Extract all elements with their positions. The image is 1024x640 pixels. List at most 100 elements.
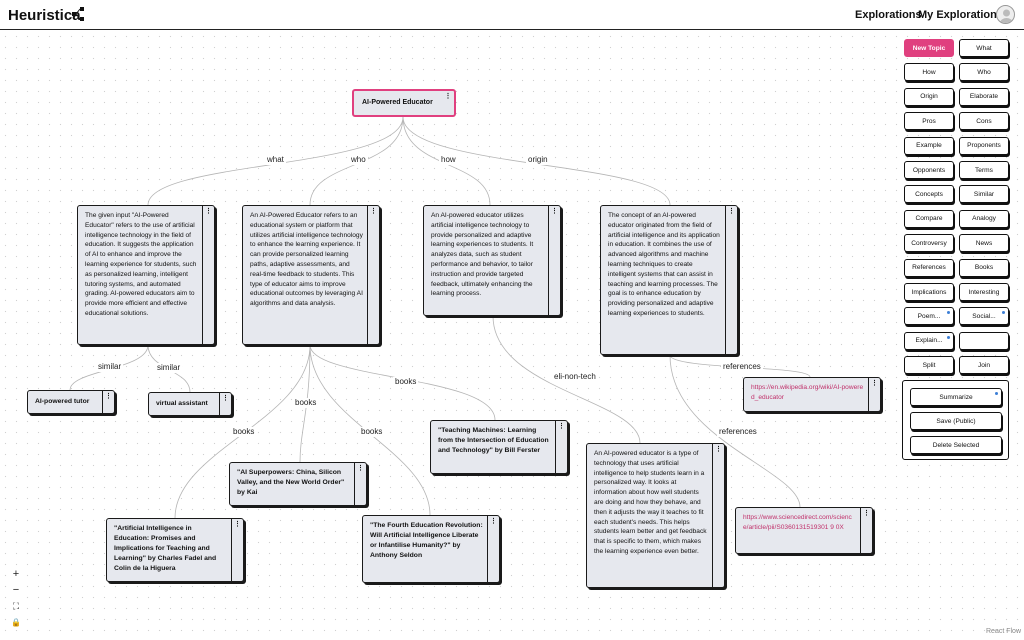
fit-view-icon[interactable]: ⛶	[8, 598, 24, 614]
similar-button[interactable]: Similar	[959, 185, 1009, 204]
compare-button[interactable]: Compare	[904, 209, 954, 228]
edge-label-how: how	[439, 155, 458, 165]
nav-explorations[interactable]: Explorations	[855, 9, 922, 21]
delete-selected-button[interactable]: Delete Selected	[910, 436, 1002, 454]
button-label: Who	[977, 68, 991, 76]
lock-icon[interactable]: 🔒	[8, 614, 24, 630]
node-similar-tutor[interactable]: AI-powered tutor ⋮	[27, 390, 115, 414]
references-button[interactable]: References	[904, 258, 954, 277]
node-text: An AI-powered educator utilizes artifici…	[431, 212, 534, 298]
badge-dot	[1001, 310, 1006, 316]
node-reference-wikipedia[interactable]: https://en.wikipedia.org/wiki/AI-powered…	[743, 377, 881, 412]
node-menu-icon[interactable]: ⋮	[860, 508, 872, 553]
new-topic-button[interactable]: New Topic	[904, 39, 954, 57]
node-menu-icon[interactable]: ⋮	[231, 519, 243, 581]
node-menu-icon[interactable]: ⋮	[555, 421, 567, 473]
origin-button[interactable]: Origin	[904, 87, 954, 106]
edge-label-what: what	[265, 155, 286, 165]
badge-dot	[994, 391, 999, 396]
node-menu-icon[interactable]: ⋮	[548, 206, 560, 315]
books-button[interactable]: Books	[959, 258, 1009, 277]
node-who[interactable]: An AI-Powered Educator refers to an educ…	[242, 205, 380, 345]
terms-button[interactable]: Terms	[959, 161, 1009, 179]
node-menu-icon[interactable]: ⋮	[354, 463, 366, 505]
button-label: New Topic	[912, 44, 946, 52]
zoom-out-button[interactable]: −	[8, 582, 24, 598]
button-label: Split	[922, 361, 936, 369]
what-button[interactable]: What	[959, 39, 1009, 57]
node-menu-icon[interactable]: ⋮	[102, 391, 114, 413]
join-button[interactable]: Join	[959, 356, 1009, 375]
empty-button[interactable]	[959, 331, 1009, 350]
button-label: Origin	[920, 93, 938, 101]
node-menu-icon[interactable]: ⋮	[444, 93, 452, 100]
news-button[interactable]: News	[959, 234, 1009, 253]
concepts-button[interactable]: Concepts	[904, 185, 954, 204]
node-book-fourth-revolution[interactable]: "The Fourth Education Revolution: Will A…	[362, 515, 500, 583]
node-eli-non-tech[interactable]: An AI-powered educator is a type of tech…	[586, 443, 725, 588]
summarize-button[interactable]: Summarize	[910, 388, 1002, 406]
node-how[interactable]: An AI-powered educator utilizes artifici…	[423, 205, 561, 316]
node-text: The given input "AI-Powered Educator" re…	[85, 212, 197, 317]
react-flow-attribution[interactable]: React Flow	[986, 628, 1022, 635]
node-menu-icon[interactable]: ⋮	[712, 444, 724, 587]
node-book-ai-in-education[interactable]: "Artificial Intelligence in Education: P…	[106, 518, 244, 582]
app-logo[interactable]: Heuristica	[8, 7, 81, 24]
button-label: Summarize	[939, 393, 973, 401]
elaborate-button[interactable]: Elaborate	[959, 87, 1009, 106]
interesting-button[interactable]: Interesting	[959, 283, 1009, 301]
node-book-ai-superpowers[interactable]: "AI Superpowers: China, Silicon Valley, …	[229, 462, 367, 506]
controversy-button[interactable]: Controversy	[904, 234, 954, 253]
social-button[interactable]: Social...	[959, 307, 1009, 326]
node-reference-sciencedirect[interactable]: https://www.sciencedirect.com/science/ar…	[735, 507, 873, 554]
node-text: "Teaching Machines: Learning from the In…	[438, 427, 549, 454]
button-label: Explain...	[915, 337, 943, 345]
implications-button[interactable]: Implications	[904, 283, 954, 301]
how-button[interactable]: How	[904, 63, 954, 82]
node-text: AI-Powered Educator	[362, 99, 433, 107]
zoom-in-button[interactable]: +	[8, 566, 24, 582]
node-book-teaching-machines[interactable]: "Teaching Machines: Learning from the In…	[430, 420, 568, 474]
who-button[interactable]: Who	[959, 63, 1009, 82]
node-what[interactable]: The given input "AI-Powered Educator" re…	[77, 205, 215, 345]
node-menu-icon[interactable]: ⋮	[219, 393, 231, 415]
node-menu-icon[interactable]: ⋮	[487, 516, 499, 582]
opponents-button[interactable]: Opponents	[904, 161, 954, 179]
user-avatar[interactable]	[996, 5, 1015, 24]
button-label: What	[976, 44, 992, 52]
badge-dot	[946, 334, 951, 340]
pros-button[interactable]: Pros	[904, 112, 954, 131]
analogy-button[interactable]: Analogy	[959, 209, 1009, 228]
root-node[interactable]: AI-Powered Educator ⋮	[352, 89, 456, 117]
reference-link[interactable]: https://www.sciencedirect.com/science/ar…	[743, 514, 852, 531]
proponents-button[interactable]: Proponents	[959, 136, 1009, 155]
button-label: Similar	[973, 190, 995, 198]
edge-label-similar: similar	[96, 362, 124, 372]
button-label: Interesting	[968, 288, 1000, 296]
button-label: Implications	[911, 288, 947, 296]
example-button[interactable]: Example	[904, 136, 954, 155]
button-label: References	[912, 264, 946, 272]
cons-button[interactable]: Cons	[959, 112, 1009, 131]
node-origin[interactable]: The concept of an AI-powered educator or…	[600, 205, 738, 355]
node-menu-icon[interactable]: ⋮	[725, 206, 737, 354]
button-label: Proponents	[967, 142, 1001, 150]
button-label: Terms	[975, 166, 993, 174]
action-group: Summarize Save (Public) Delete Selected	[902, 380, 1009, 460]
explain-button[interactable]: Explain...	[904, 331, 954, 350]
split-button[interactable]: Split	[904, 356, 954, 375]
nav-my-explorations[interactable]: My Explorations	[918, 9, 1003, 21]
reference-link[interactable]: https://en.wikipedia.org/wiki/AI-powered…	[751, 384, 864, 401]
save-public-button[interactable]: Save (Public)	[910, 412, 1002, 430]
node-text: An AI-Powered Educator refers to an educ…	[250, 212, 363, 308]
button-label: How	[922, 68, 936, 76]
node-text: "AI Superpowers: China, Silicon Valley, …	[237, 469, 345, 496]
button-label: Controversy	[911, 239, 947, 247]
node-menu-icon[interactable]: ⋮	[367, 206, 379, 344]
node-text: "The Fourth Education Revolution: Will A…	[370, 522, 483, 559]
node-similar-assistant[interactable]: virtual assistant ⋮	[148, 392, 232, 416]
poem-button[interactable]: Poem...	[904, 307, 954, 326]
node-menu-icon[interactable]: ⋮	[202, 206, 214, 344]
node-menu-icon[interactable]: ⋮	[868, 378, 880, 411]
button-label: Poem...	[917, 312, 941, 320]
